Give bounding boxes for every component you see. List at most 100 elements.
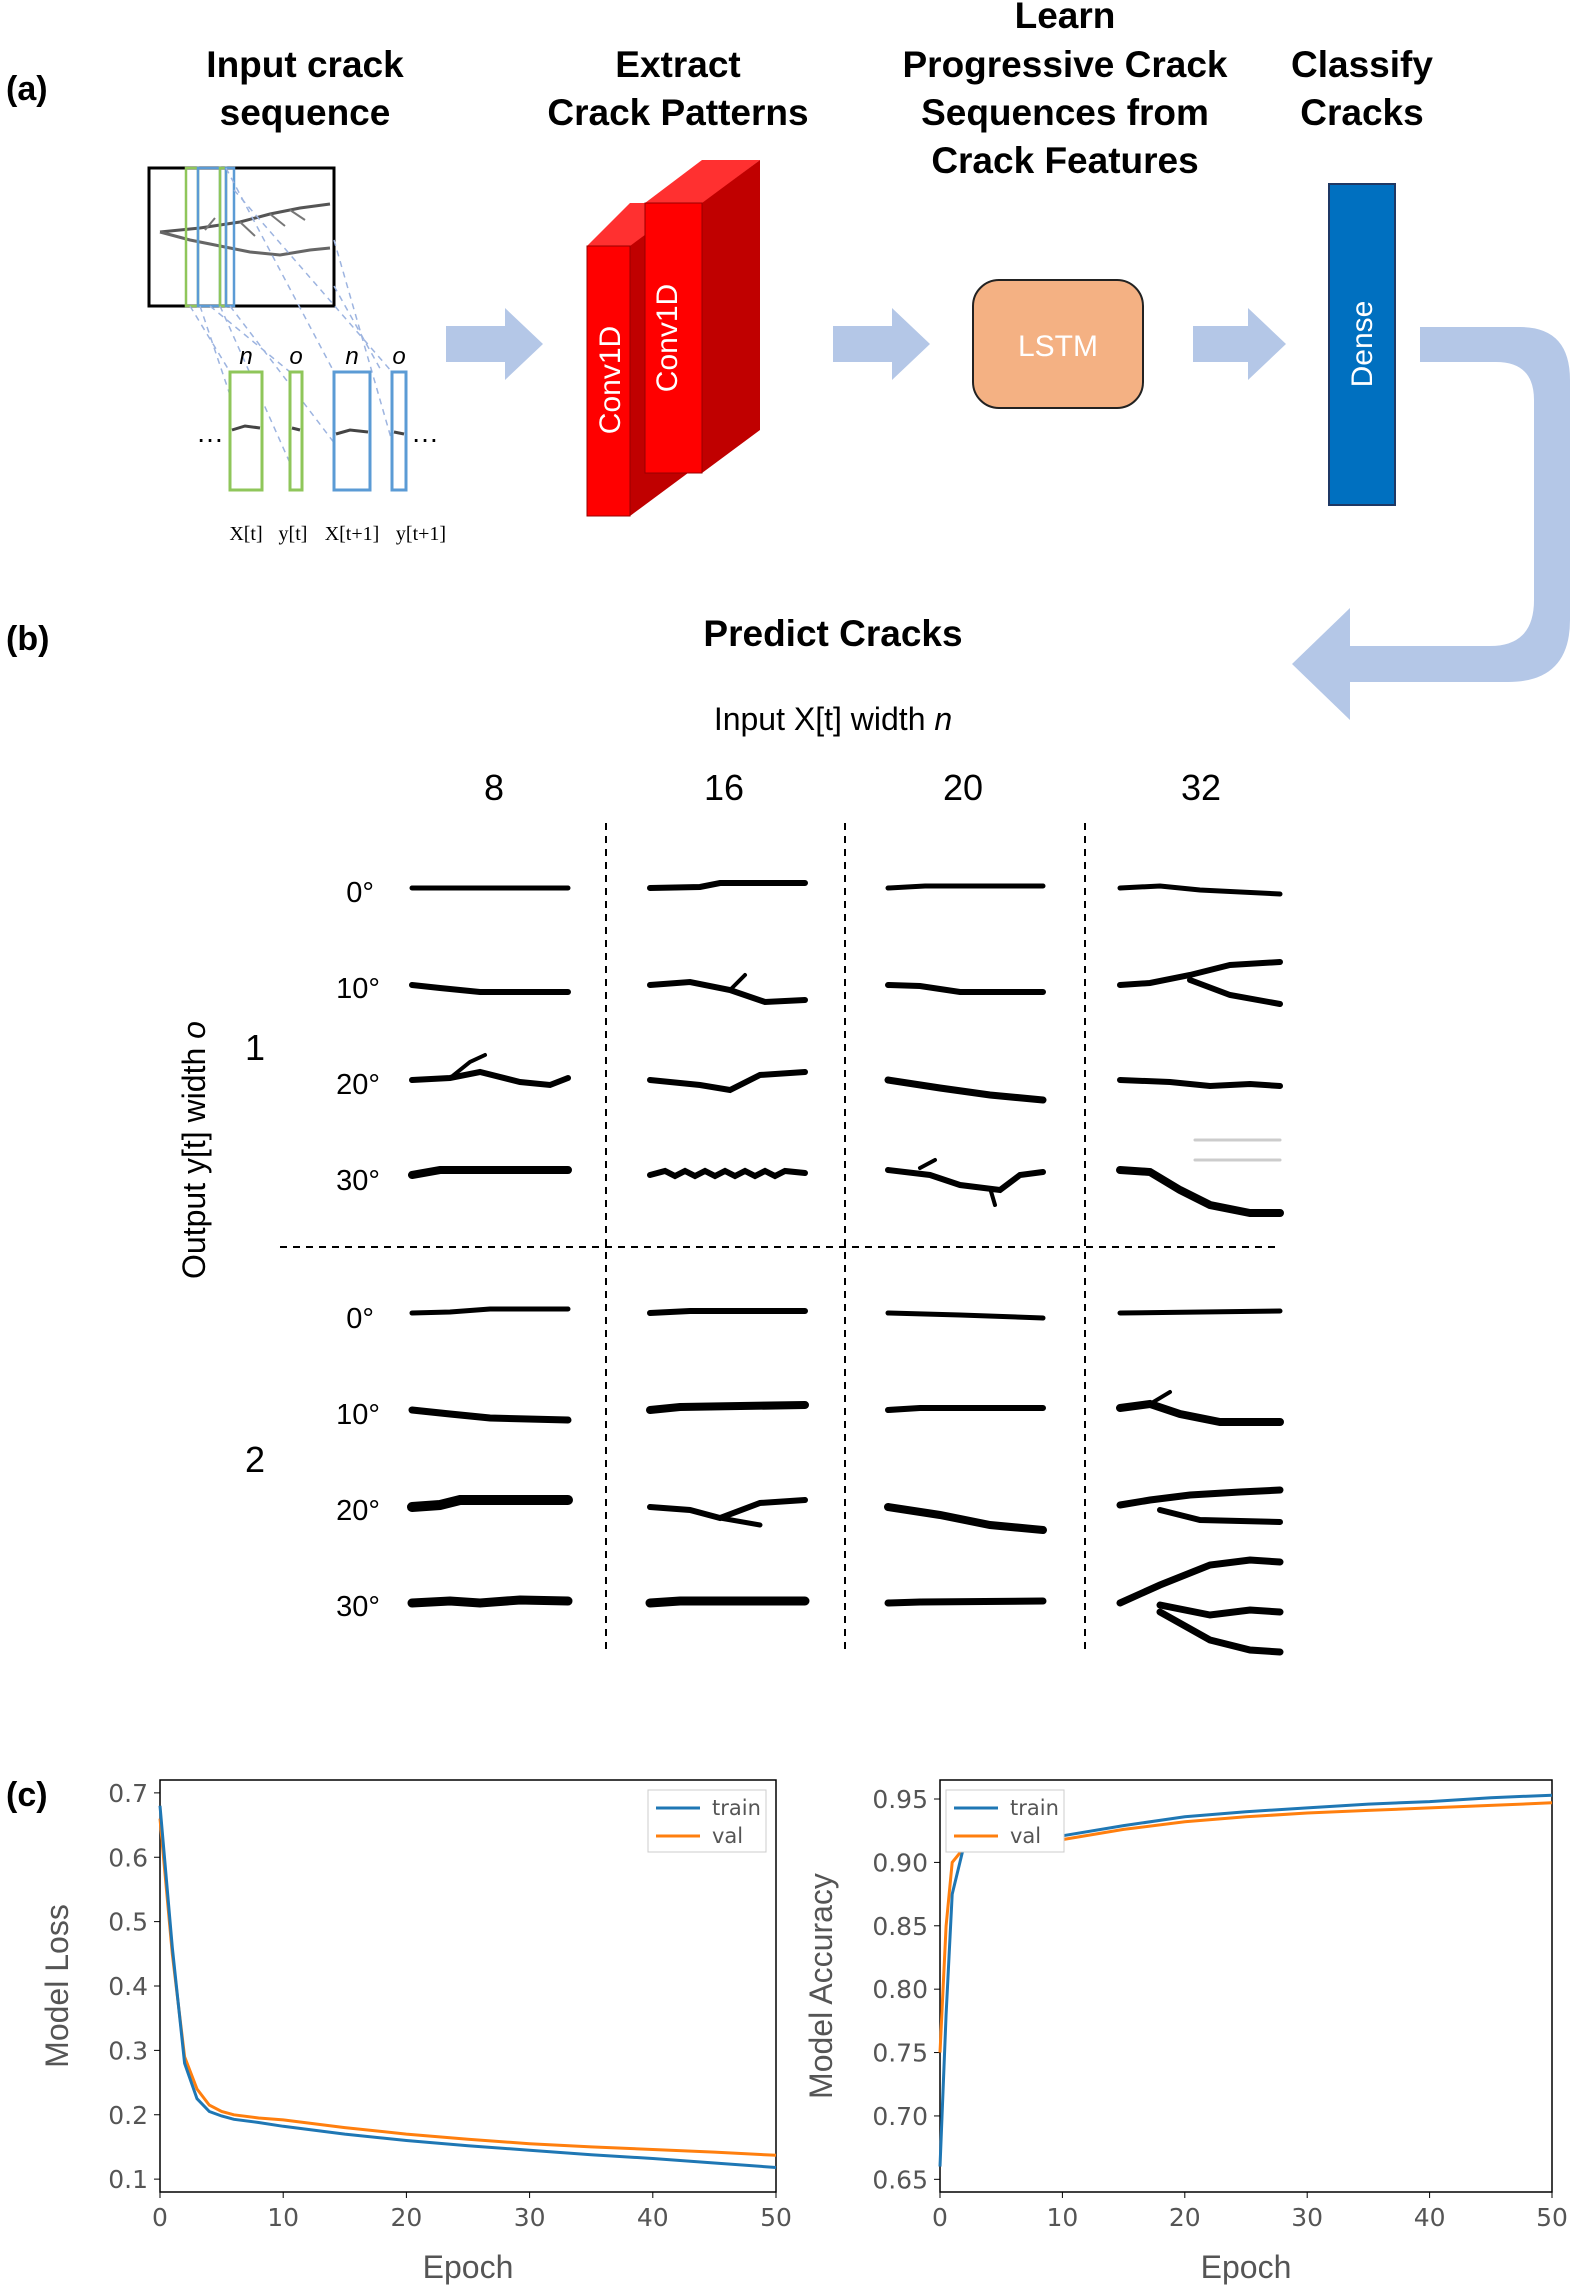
segment-y-t bbox=[288, 370, 304, 492]
loss-legend-train: train bbox=[712, 1796, 761, 1820]
learn-stage-title-2: Progressive Crack bbox=[903, 44, 1228, 85]
crack-2-10-20 bbox=[885, 1405, 1046, 1413]
label-y-t1: y[t+1] bbox=[396, 523, 446, 545]
accuracy-ytick-label: 0.85 bbox=[872, 1912, 928, 1941]
crack-2-10-8 bbox=[408, 1406, 572, 1424]
loss-series-val bbox=[158, 1818, 777, 2157]
loss-legend-val: val bbox=[712, 1824, 743, 1848]
width-header-20: 20 bbox=[943, 767, 983, 808]
crack-2-30-32b bbox=[1156, 1601, 1284, 1619]
loss-series-train bbox=[158, 1805, 777, 2169]
accuracy-xtick-label: 30 bbox=[1291, 2203, 1323, 2232]
input-stage-title-2: sequence bbox=[220, 92, 391, 133]
accuracy-legend-train: train bbox=[1010, 1796, 1059, 1820]
loss-xtick-label: 40 bbox=[637, 2203, 669, 2232]
accuracy-series-train bbox=[938, 1793, 1553, 2167]
label-y-t: y[t] bbox=[279, 523, 308, 545]
crack-2-10-32b bbox=[1148, 1390, 1172, 1406]
crack-1-20-20 bbox=[884, 1076, 1047, 1104]
crack-1-20-16 bbox=[647, 1069, 808, 1094]
loss-xtick-label: 0 bbox=[152, 2203, 168, 2232]
crack-2-30-20 bbox=[884, 1597, 1047, 1607]
arrow-2 bbox=[833, 308, 930, 380]
crack-1-0-16 bbox=[647, 880, 808, 891]
learn-stage-title-3: Sequences from bbox=[921, 92, 1209, 133]
ellipsis-left: … bbox=[196, 417, 224, 448]
accuracy-legend: train val bbox=[945, 1789, 1065, 1853]
crack-2-0-20 bbox=[885, 1310, 1046, 1321]
crack-2-30-8 bbox=[407, 1595, 573, 1608]
o-label-2: o bbox=[392, 343, 405, 370]
crack-2-10-16 bbox=[646, 1401, 809, 1414]
width-header-16: 16 bbox=[704, 767, 744, 808]
crack-2-30-16 bbox=[645, 1596, 810, 1608]
crack-1-0-32 bbox=[1117, 883, 1283, 897]
n-label-2: n bbox=[345, 343, 358, 370]
crack-1-30-16 bbox=[647, 1167, 808, 1180]
accuracy-plot-frame bbox=[939, 1779, 1553, 2193]
classify-stage-title-2: Cracks bbox=[1300, 92, 1423, 133]
accuracy-y-label: Model Accuracy bbox=[803, 1873, 839, 2099]
crack-1-10-32b bbox=[1187, 977, 1283, 1007]
crack-1-10-16 bbox=[647, 978, 808, 1006]
n-label-1: n bbox=[239, 343, 252, 370]
conv1d-block-2 bbox=[644, 160, 760, 474]
accuracy-series-val bbox=[938, 1801, 1553, 2053]
crack-1-0-20 bbox=[885, 883, 1046, 891]
accuracy-xtick-label: 40 bbox=[1414, 2203, 1446, 2232]
extract-stage-title-1: Extract bbox=[615, 44, 740, 85]
crack-2-20-8 bbox=[407, 1495, 573, 1512]
crack-1-30-20b bbox=[918, 1158, 997, 1207]
arrow-1 bbox=[446, 308, 543, 380]
width-header-8: 8 bbox=[484, 767, 504, 808]
angle-1-20: 20° bbox=[336, 1069, 380, 1101]
angle-2-30: 30° bbox=[336, 1591, 380, 1623]
crack-1-30-20 bbox=[885, 1167, 1046, 1194]
output-label-2: 2 bbox=[245, 1439, 265, 1480]
crack-1-10-8 bbox=[409, 982, 571, 995]
label-x-t: X[t] bbox=[229, 523, 262, 545]
loss-ytick-label: 0.7 bbox=[108, 1779, 148, 1808]
crack-1-30-8 bbox=[408, 1166, 572, 1179]
loss-x-label: Epoch bbox=[423, 2249, 514, 2285]
crack-1-10-32 bbox=[1117, 959, 1283, 988]
angle-1-30: 30° bbox=[336, 1165, 380, 1197]
angle-2-0: 0° bbox=[346, 1303, 374, 1335]
output-label-1: 1 bbox=[245, 1027, 265, 1068]
crack-1-20-8 bbox=[409, 1068, 571, 1089]
crack-1-20-8b bbox=[448, 1053, 487, 1080]
crack-2-0-32 bbox=[1117, 1308, 1283, 1316]
conv1d-label-2: Conv1D bbox=[651, 284, 684, 392]
loss-xtick-label: 20 bbox=[390, 2203, 422, 2232]
grid-y-title: Output y[t] width o bbox=[176, 1021, 212, 1279]
angle-1-0: 0° bbox=[346, 877, 374, 909]
crack-1-30-32-ghost bbox=[1193, 1138, 1282, 1162]
crack-2-20-32b bbox=[1157, 1507, 1283, 1525]
extract-stage-title-2: Crack Patterns bbox=[547, 92, 808, 133]
accuracy-xtick-label: 10 bbox=[1046, 2203, 1078, 2232]
loss-ytick-label: 0.2 bbox=[108, 2101, 148, 2130]
dense-label: Dense bbox=[1346, 301, 1379, 388]
crack-2-20-16 bbox=[647, 1497, 808, 1522]
accuracy-xtick-label: 20 bbox=[1169, 2203, 1201, 2232]
accuracy-xtick-label: 50 bbox=[1536, 2203, 1568, 2232]
loss-legend: train val bbox=[647, 1789, 767, 1853]
predict-title: Predict Cracks bbox=[703, 613, 962, 654]
input-crack-image bbox=[147, 166, 336, 308]
crack-2-0-16 bbox=[647, 1308, 808, 1316]
lstm-label: LSTM bbox=[1018, 330, 1098, 363]
learn-stage-title-4: Crack Features bbox=[931, 140, 1198, 181]
accuracy-xtick-label: 0 bbox=[932, 2203, 948, 2232]
loss-ytick-label: 0.5 bbox=[108, 1908, 148, 1937]
angle-1-10: 10° bbox=[336, 973, 380, 1005]
accuracy-ytick-label: 0.65 bbox=[872, 2165, 928, 2194]
loss-ytick-label: 0.6 bbox=[108, 1843, 148, 1872]
accuracy-ytick-label: 0.70 bbox=[872, 2102, 928, 2131]
loss-ytick-label: 0.4 bbox=[108, 1972, 148, 2001]
crack-1-10-16b bbox=[728, 973, 747, 992]
crack-2-30-32c bbox=[1156, 1608, 1284, 1656]
panel-label-a: (a) bbox=[6, 70, 48, 108]
crack-2-0-8 bbox=[409, 1306, 571, 1316]
